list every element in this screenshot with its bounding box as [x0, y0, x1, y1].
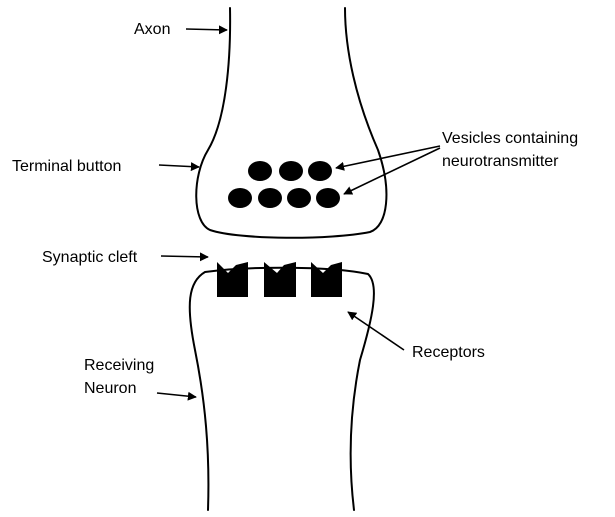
axon-arrow [186, 29, 227, 30]
receptors-arrow [348, 312, 404, 350]
vesicle [248, 161, 272, 181]
vesicle [308, 161, 332, 181]
vesicle [316, 188, 340, 208]
receiving-neuron-arrow [157, 393, 196, 397]
vesicles-arrow-lower [344, 148, 440, 194]
vesicles-label-line1: Vesicles containing [442, 130, 578, 147]
terminal-button-label: Terminal button [12, 158, 121, 175]
terminal-button-arrow [159, 165, 199, 167]
vesicles [228, 161, 340, 208]
vesicle [228, 188, 252, 208]
vesicle [258, 188, 282, 208]
receiving-neuron-label-line1: Receiving [84, 357, 154, 374]
receptor [217, 262, 248, 297]
receptors-label: Receptors [412, 344, 485, 361]
receiving-neuron-label-line2: Neuron [84, 380, 136, 397]
receptor [311, 262, 342, 297]
vesicle [287, 188, 311, 208]
synaptic-cleft-arrow [161, 256, 208, 257]
vesicles-arrow-upper [336, 146, 440, 168]
vesicles-label-line2: neurotransmitter [442, 153, 559, 170]
receiving-neuron-outline [190, 268, 374, 510]
vesicle [279, 161, 303, 181]
synaptic-cleft-label: Synaptic cleft [42, 249, 138, 266]
axon-label: Axon [134, 21, 170, 38]
